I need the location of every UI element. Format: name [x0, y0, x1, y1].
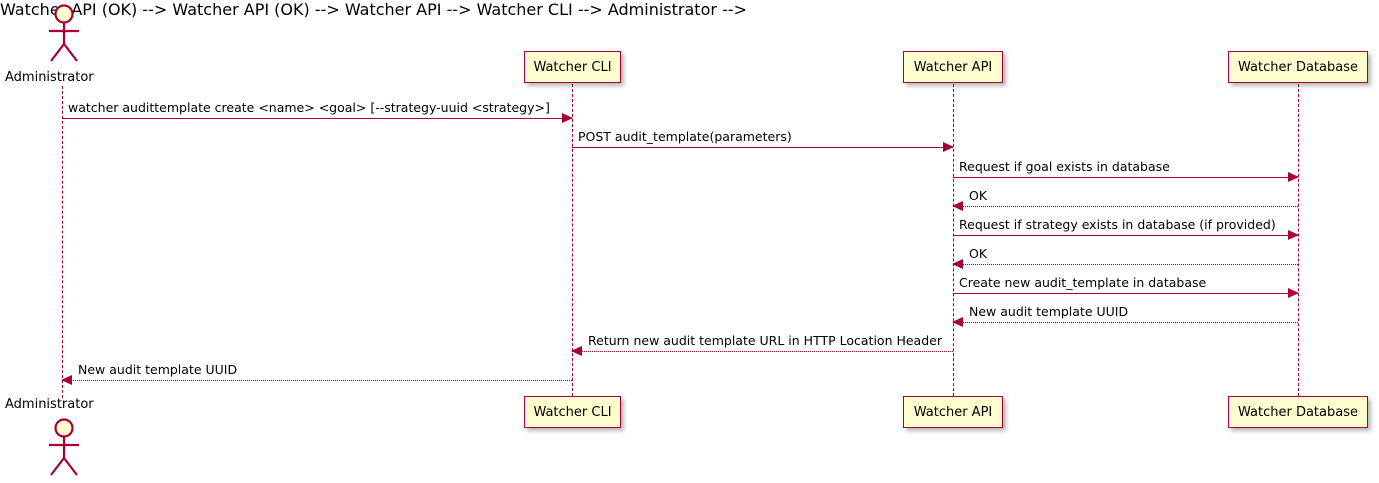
participant-watcher-cli-bottom[interactable]: Watcher CLI	[524, 396, 621, 428]
message-1-arrowhead	[562, 113, 573, 123]
message-5-arrowhead	[1288, 230, 1299, 240]
message-7-label: Create new audit_template in database	[959, 274, 1207, 290]
actor-admin-top	[34, 2, 90, 64]
participant-watcher-api-bottom[interactable]: Watcher API	[903, 396, 1003, 428]
message-10-label: New audit template UUID	[78, 361, 238, 377]
lifeline-admin	[62, 86, 63, 398]
actor-admin-top-label: Administrator	[5, 70, 94, 85]
message-8-label: New audit template UUID	[969, 303, 1129, 319]
message-3-label: Request if goal exists in database	[959, 158, 1170, 174]
message-9-arrowhead	[571, 346, 582, 356]
participant-watcher-cli-top[interactable]: Watcher CLI	[524, 51, 621, 83]
message-7-arrowhead	[1288, 288, 1299, 298]
message-6-arrowhead	[952, 259, 963, 269]
actor-admin-bottom-label: Administrator	[5, 397, 94, 412]
message-4-line	[953, 206, 1298, 207]
message-10-line	[62, 380, 572, 381]
participant-watcher-database-top[interactable]: Watcher Database	[1228, 51, 1368, 83]
message-3-arrowhead	[1288, 172, 1299, 182]
message-8-arrowhead	[952, 317, 963, 327]
participant-watcher-api-top[interactable]: Watcher API	[903, 51, 1003, 83]
message-3-line	[953, 177, 1298, 178]
message-7-line	[953, 293, 1298, 294]
message-2-line	[572, 147, 953, 148]
actor-admin-bottom	[34, 416, 90, 478]
message-4-label: OK	[969, 187, 988, 203]
message-5-line	[953, 235, 1298, 236]
lifeline-database	[1298, 84, 1299, 396]
message-6-label: OK	[969, 245, 988, 261]
message-6-line	[953, 264, 1298, 265]
participant-watcher-database-bottom[interactable]: Watcher Database	[1228, 396, 1368, 428]
message-2-arrowhead	[943, 142, 954, 152]
message-8-line	[953, 322, 1298, 323]
message-9-label: Return new audit template URL in HTTP Lo…	[588, 332, 942, 348]
message-9-line	[572, 351, 953, 352]
message-5-label: Request if strategy exists in database (…	[959, 216, 1276, 232]
lifeline-api	[953, 84, 954, 396]
message-1-line	[62, 118, 572, 119]
message-1-label: watcher audittemplate create <name> <goa…	[68, 99, 550, 115]
lifeline-cli	[572, 84, 573, 396]
message-10-arrowhead	[61, 375, 72, 385]
message-4-arrowhead	[952, 201, 963, 211]
message-2-label: POST audit_template(parameters)	[578, 128, 792, 144]
